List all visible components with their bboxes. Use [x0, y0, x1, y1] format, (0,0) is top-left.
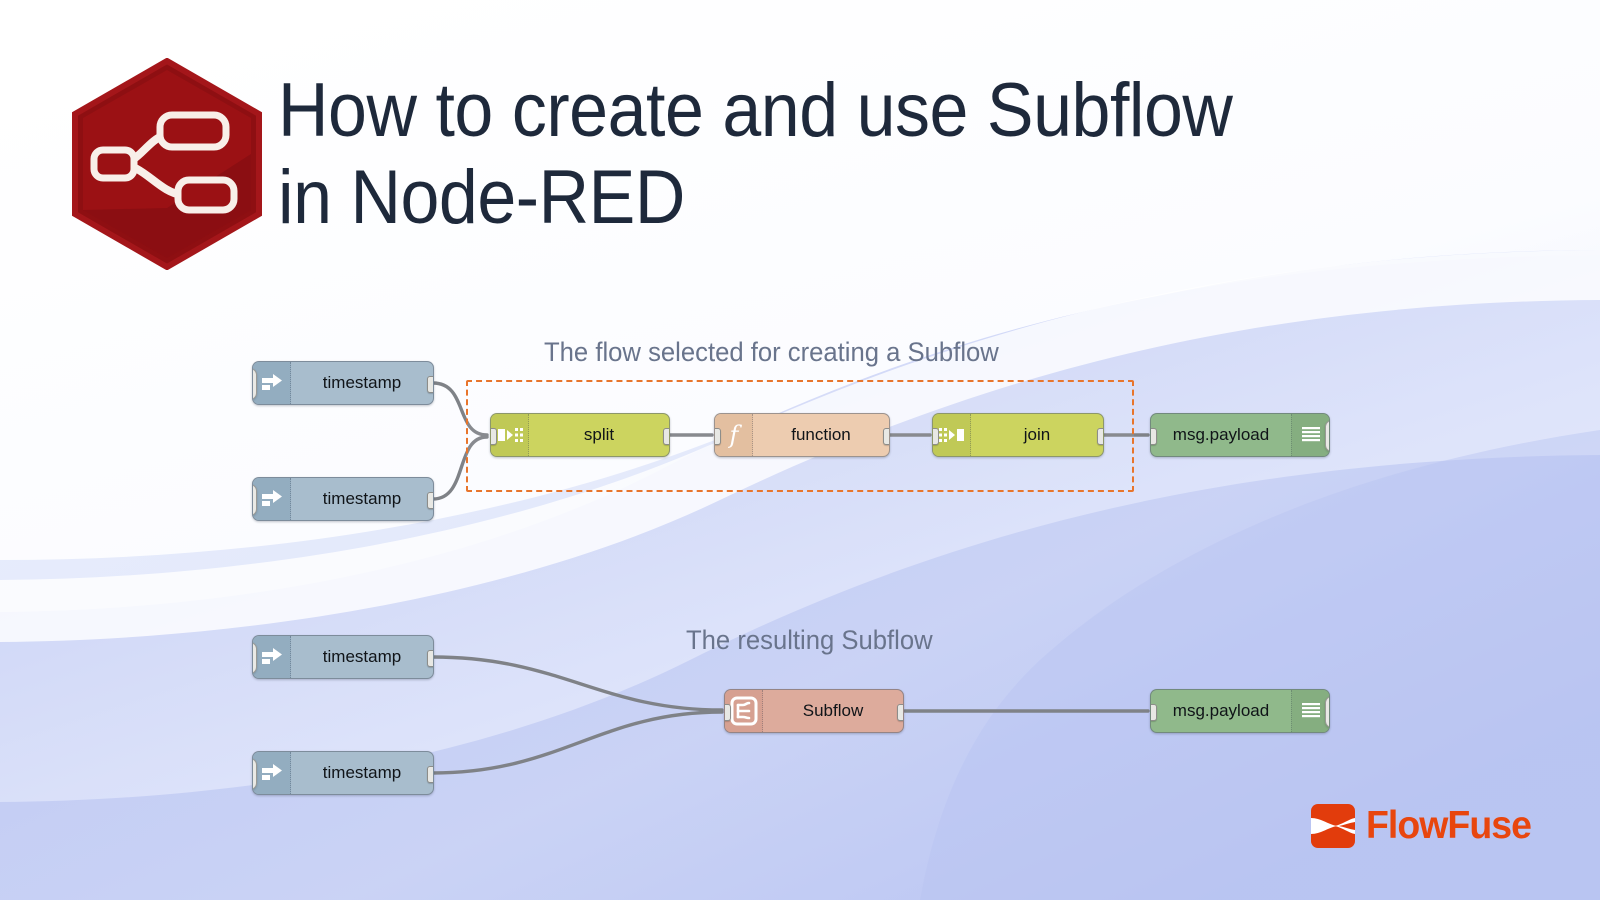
join-icon	[933, 414, 971, 456]
debug-toggle-button[interactable]	[1325, 420, 1329, 452]
output-port[interactable]	[663, 428, 669, 445]
node-split[interactable]: split	[490, 413, 670, 457]
output-port[interactable]	[883, 428, 889, 445]
caption-bottom-flow: The resulting Subflow	[686, 625, 933, 655]
node-inject-timestamp-1[interactable]: timestamp	[252, 361, 434, 405]
inject-arrow-icon	[253, 752, 291, 794]
node-inject-timestamp-2[interactable]: timestamp	[252, 477, 434, 521]
output-port[interactable]	[427, 376, 433, 393]
node-label: timestamp	[322, 489, 402, 508]
inject-arrow-icon	[253, 636, 291, 678]
page-title-line1: How to create and use Subflow	[278, 68, 1233, 153]
svg-text:f: f	[727, 422, 742, 448]
node-label: join	[1023, 425, 1051, 444]
subflow-icon	[725, 690, 763, 732]
debug-lines-icon	[1291, 414, 1329, 456]
inject-arrow-icon	[253, 478, 291, 520]
flowfuse-mark-icon	[1311, 804, 1355, 848]
page-title: How to create and use Subflow in Node-RE…	[278, 68, 1308, 241]
node-label: timestamp	[322, 647, 402, 666]
inject-trigger-button[interactable]	[253, 642, 257, 674]
page-title-line2: in Node-RED	[278, 154, 685, 240]
caption-top-flow: The flow selected for creating a Subflow	[544, 337, 999, 367]
input-port[interactable]	[715, 428, 721, 445]
inject-trigger-button[interactable]	[253, 368, 257, 400]
output-port[interactable]	[427, 492, 433, 509]
input-port[interactable]	[933, 428, 939, 445]
node-inject-timestamp-4[interactable]: timestamp	[252, 751, 434, 795]
inject-arrow-icon	[253, 362, 291, 404]
node-debug-2[interactable]: msg.payload	[1150, 689, 1330, 733]
inject-trigger-button[interactable]	[253, 758, 257, 790]
flowfuse-logo: FlowFuse	[1311, 804, 1538, 848]
inject-trigger-button[interactable]	[253, 484, 257, 516]
input-port[interactable]	[1151, 428, 1157, 445]
debug-lines-icon	[1291, 690, 1329, 732]
node-inject-timestamp-3[interactable]: timestamp	[252, 635, 434, 679]
input-port[interactable]	[491, 428, 497, 445]
node-label: timestamp	[322, 763, 402, 782]
node-red-hexagon-logo-icon	[72, 58, 262, 270]
node-label: Subflow	[802, 701, 864, 720]
node-label: msg.payload	[1172, 701, 1270, 720]
node-label: split	[583, 425, 615, 444]
node-join[interactable]: join	[932, 413, 1104, 457]
output-port[interactable]	[897, 704, 903, 721]
node-debug-1[interactable]: msg.payload	[1150, 413, 1330, 457]
debug-toggle-button[interactable]	[1325, 696, 1329, 728]
node-label: timestamp	[322, 373, 402, 392]
input-port[interactable]	[725, 704, 731, 721]
function-f-icon: f	[715, 414, 753, 456]
flowfuse-wordmark: FlowFuse	[1366, 804, 1532, 847]
header: How to create and use Subflow in Node-RE…	[0, 0, 1600, 290]
split-icon	[491, 414, 529, 456]
node-function[interactable]: f function	[714, 413, 890, 457]
node-label: function	[791, 425, 851, 444]
output-port[interactable]	[427, 766, 433, 783]
output-port[interactable]	[1097, 428, 1103, 445]
node-label: msg.payload	[1172, 425, 1270, 444]
output-port[interactable]	[427, 650, 433, 667]
node-subflow[interactable]: Subflow	[724, 689, 904, 733]
input-port[interactable]	[1151, 704, 1157, 721]
